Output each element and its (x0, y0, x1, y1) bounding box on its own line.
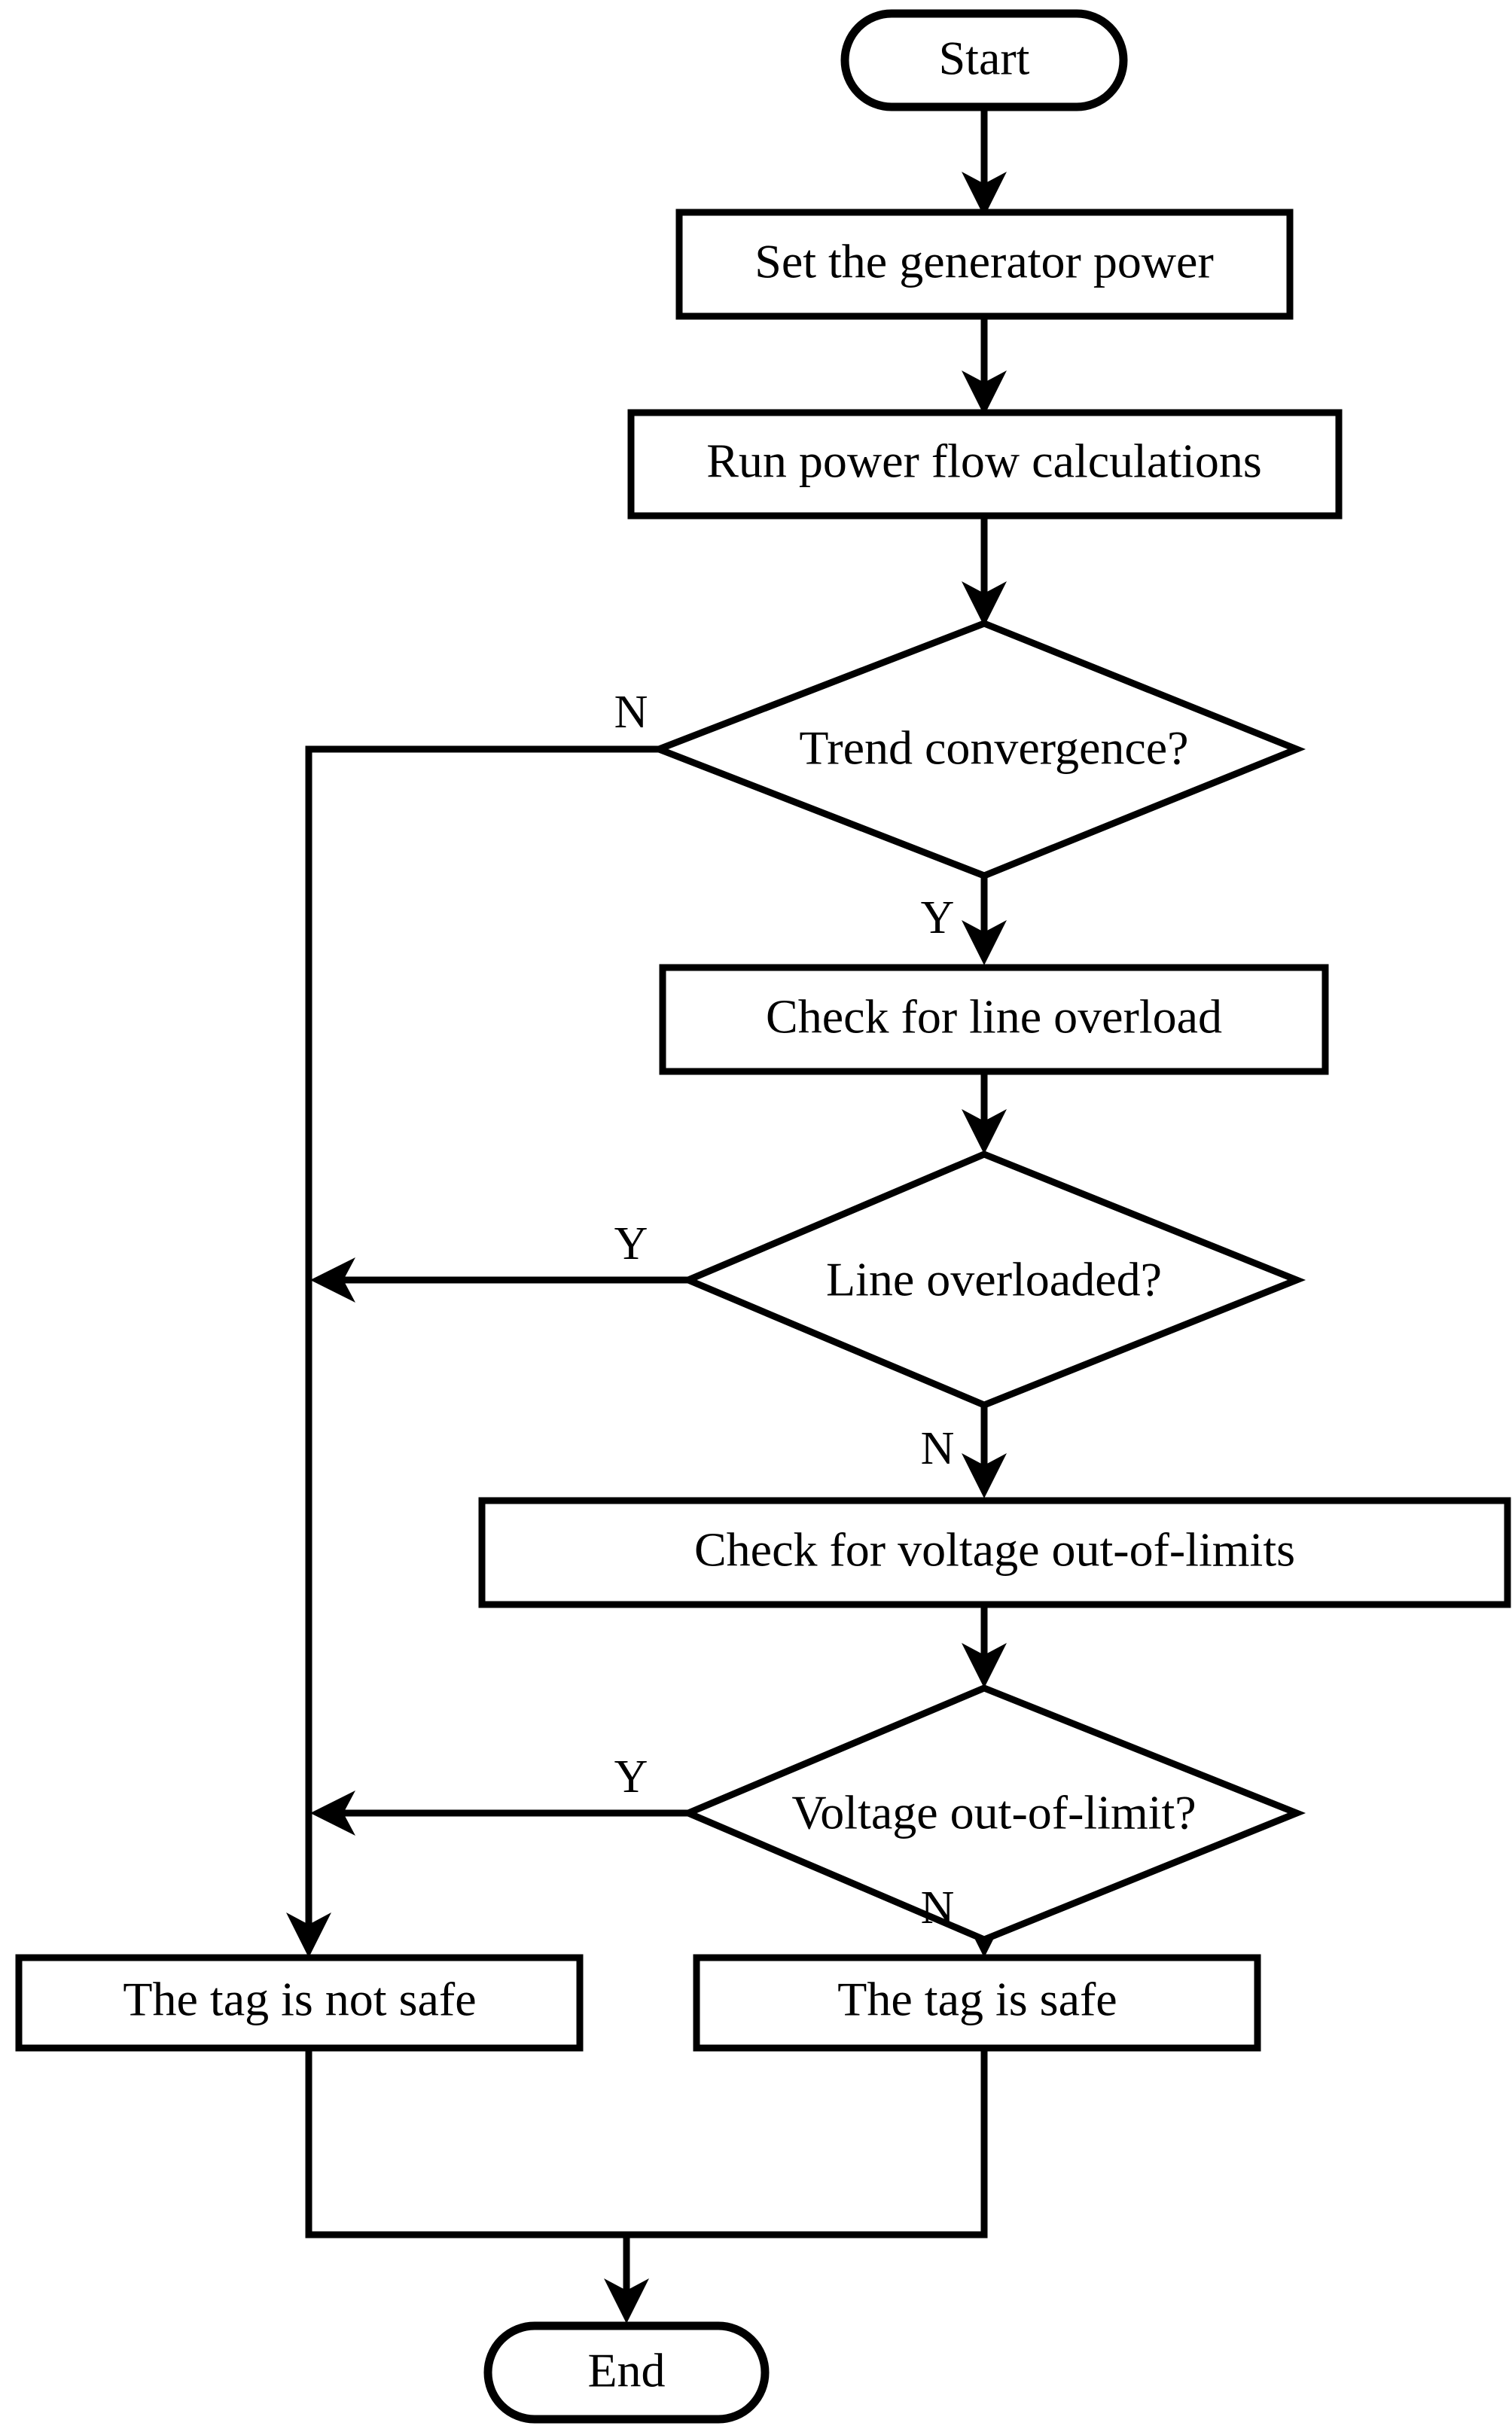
node-check-voltage-label: Check for voltage out-of-limits (694, 1523, 1295, 1577)
edge-line-no-to-check-voltage (962, 1405, 1007, 1498)
branch-label-trend-no: N (614, 687, 648, 738)
arrowhead-down-icon (962, 920, 1007, 965)
node-check-voltage[interactable]: Check for voltage out-of-limits (478, 1497, 1511, 1608)
not-safe-box-shape (15, 1954, 584, 2052)
arrowhead-down-icon (962, 1453, 1007, 1498)
arrowhead-down-icon (962, 1643, 1007, 1688)
node-run-flow[interactable]: Run power flow calculations (627, 409, 1343, 520)
branch-label-line-yes: Y (614, 1218, 648, 1269)
branch-label-voltage-yes: Y (614, 1751, 648, 1803)
arrowhead-left-icon (310, 1257, 355, 1303)
end-terminal-shape (483, 2321, 770, 2424)
start-terminal-shape (840, 9, 1128, 111)
line-overloaded-diamond-shape (679, 1150, 1306, 1409)
edge-trend-yes-to-check-line (962, 876, 1007, 965)
node-check-line-label: Check for line overload (766, 990, 1222, 1044)
node-end-label: End (587, 2344, 665, 2397)
safe-box-shape (693, 1954, 1261, 2052)
node-set-power-label: Set the generator power (754, 235, 1214, 288)
node-voltage-out[interactable]: Voltage out-of-limit? (679, 1684, 1306, 1943)
node-trend-convergence-label: Trend convergence? (799, 721, 1188, 775)
edge-check-line-to-line-overloaded (962, 1071, 1007, 1154)
voltage-out-diamond-shape (679, 1684, 1306, 1943)
node-check-line[interactable]: Check for line overload (659, 964, 1329, 1075)
node-set-power[interactable]: Set the generator power (675, 209, 1294, 320)
branch-label-line-no: N (921, 1423, 955, 1474)
arrowhead-left-icon (310, 1790, 355, 1836)
edge-line-yes-to-rail (310, 1257, 688, 1303)
arrowhead-down-icon (604, 2278, 649, 2324)
node-line-overloaded-label: Line overloaded? (826, 1253, 1162, 1306)
node-safe-label: The tag is safe (837, 1973, 1117, 2026)
check-line-box-shape (659, 964, 1329, 1075)
edge-set-power-to-run-flow (962, 316, 1007, 416)
node-run-flow-label: Run power flow calculations (706, 434, 1262, 488)
arrowhead-down-icon (962, 370, 1007, 416)
arrowhead-down-icon (962, 1109, 1007, 1154)
trend-convergence-diamond-shape (649, 620, 1306, 879)
edge-run-flow-to-trend (962, 516, 1007, 626)
arrowhead-down-icon (286, 1912, 331, 1958)
run-flow-box-shape (627, 409, 1343, 520)
edge-voltage-yes-to-rail (310, 1790, 688, 1836)
branch-label-voltage-no: N (921, 1882, 955, 1934)
node-line-overloaded[interactable]: Line overloaded? (679, 1150, 1306, 1409)
node-not-safe[interactable]: The tag is not safe (15, 1954, 584, 2052)
check-voltage-box-shape (478, 1497, 1511, 1608)
set-power-box-shape (675, 209, 1294, 320)
arrowhead-down-icon (962, 172, 1007, 217)
arrowhead-down-icon (962, 581, 1007, 626)
edge-start-to-set-power (962, 107, 1007, 217)
edge-trend-no-to-rail (286, 745, 659, 1958)
node-not-safe-label: The tag is not safe (123, 1973, 476, 2026)
node-start-label: Start (939, 32, 1030, 85)
branch-label-trend-yes: Y (921, 892, 955, 943)
node-voltage-out-label: Voltage out-of-limit? (791, 1786, 1196, 1839)
node-end[interactable]: End (483, 2321, 770, 2424)
edge-check-voltage-to-voltage-out (962, 1605, 1007, 1688)
node-trend-convergence[interactable]: Trend convergence? (649, 620, 1306, 879)
edge-merge-to-end (305, 2048, 988, 2324)
node-start[interactable]: Start (840, 9, 1128, 111)
node-safe[interactable]: The tag is safe (693, 1954, 1261, 2052)
